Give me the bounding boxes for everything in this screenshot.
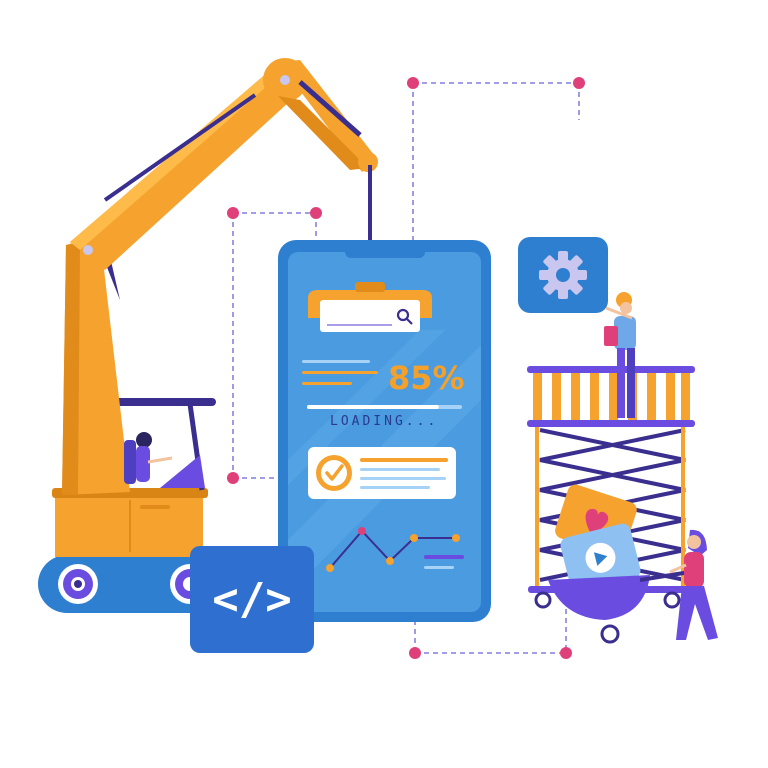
heart-icon (585, 508, 609, 535)
code-badge: </> (190, 546, 314, 653)
loading-label: LOADING... (330, 414, 438, 429)
crane-forearm (278, 60, 378, 172)
gear-icon (539, 251, 587, 299)
play-icon (593, 552, 608, 566)
checkmark-icon (316, 455, 352, 491)
mini-line-chart (326, 527, 464, 572)
search-icon (396, 308, 413, 325)
crane (38, 58, 378, 613)
search-bar (320, 300, 420, 332)
settings-badge (518, 237, 608, 313)
progress-percentage: 85% (388, 359, 465, 397)
phone: 85% LOADING... (278, 240, 491, 622)
connector-dots (227, 77, 585, 659)
walking-worker (669, 529, 718, 640)
scaffold-worker (604, 292, 636, 418)
play-card (560, 523, 641, 592)
crane-operator (124, 432, 205, 488)
progress-fill (307, 405, 439, 409)
code-icon: </> (212, 574, 291, 625)
text-lines (302, 360, 378, 385)
crane-arm-upper (70, 72, 300, 270)
wheelbarrow (548, 484, 691, 644)
